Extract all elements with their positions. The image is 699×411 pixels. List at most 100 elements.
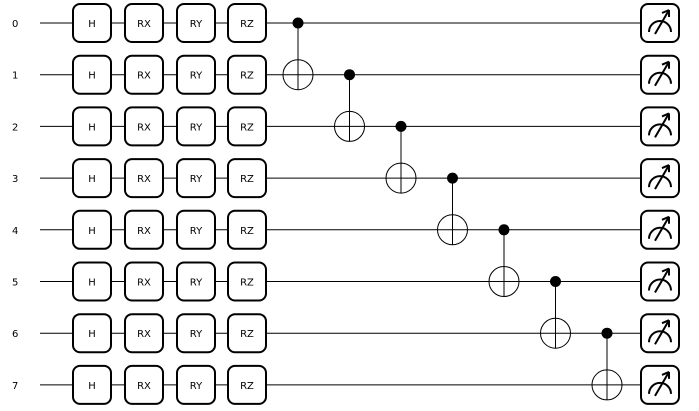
gate-label: H <box>88 122 96 133</box>
measure-icon <box>640 54 680 95</box>
gate-rz-q2: RZ <box>227 106 267 147</box>
gate-h-q1: H <box>72 54 112 95</box>
gate-h-q0: H <box>72 3 112 43</box>
measure-box <box>640 209 680 250</box>
gate-box <box>124 3 164 43</box>
meter-needle-arrow <box>661 267 670 276</box>
gate-label: RZ <box>240 226 254 237</box>
measure-box <box>640 364 680 405</box>
qubit-label-7: 7 <box>12 381 18 392</box>
measure-box <box>640 313 680 354</box>
qubit-label-3: 3 <box>12 174 18 185</box>
gate-label: RX <box>137 19 151 30</box>
gate-label: RZ <box>240 174 254 185</box>
cnot-gate-3-4 <box>437 172 468 246</box>
gate-label: RY <box>190 122 203 133</box>
gate-box <box>227 158 267 199</box>
control-dot <box>601 327 613 339</box>
gate-box <box>124 364 164 405</box>
gate-ry-q3: RY <box>176 158 216 199</box>
gate-label: RX <box>137 122 151 133</box>
single-qubit-gates: H RX RY RZ H RX RY RZ H RX RY RZ H RX RY RZ H RX RY RZ H RX RY… <box>72 3 267 405</box>
meter-needle <box>654 61 670 87</box>
measure-icon <box>640 364 680 405</box>
gate-ry-q2: RY <box>176 106 216 147</box>
gate-box <box>176 209 216 250</box>
gate-box <box>124 261 164 302</box>
measure-icon <box>640 261 680 302</box>
measure-box <box>640 158 680 199</box>
gate-label: RY <box>190 226 203 237</box>
meter-arc <box>648 20 672 33</box>
gate-box <box>227 313 267 354</box>
gate-box <box>124 158 164 199</box>
meter-arc <box>648 123 672 136</box>
gate-h-q6: H <box>72 313 112 354</box>
meter-needle <box>654 9 670 35</box>
gate-rx-q3: RX <box>124 158 164 199</box>
gate-box <box>227 54 267 95</box>
gate-label: RZ <box>240 122 254 133</box>
gate-label: H <box>88 71 96 82</box>
qubit-label-6: 6 <box>12 329 18 340</box>
meter-needle-arrow <box>661 60 670 69</box>
gate-box <box>227 209 267 250</box>
gate-label: RZ <box>240 329 254 340</box>
gate-label: H <box>88 226 96 237</box>
gate-rz-q5: RZ <box>227 261 267 302</box>
gate-h-q7: H <box>72 364 112 405</box>
gate-box <box>124 54 164 95</box>
gate-box <box>72 209 112 250</box>
qubit-label-1: 1 <box>12 71 18 82</box>
gate-ry-q7: RY <box>176 364 216 405</box>
meter-needle <box>654 319 670 345</box>
gate-ry-q0: RY <box>176 3 216 43</box>
measure-icon <box>640 313 680 354</box>
gate-h-q5: H <box>72 261 112 302</box>
gate-rz-q6: RZ <box>227 313 267 354</box>
meter-needle-arrow <box>661 319 670 328</box>
gate-label: RY <box>190 278 203 289</box>
control-dot <box>344 69 355 81</box>
gate-h-q4: H <box>72 209 112 250</box>
gate-box <box>176 313 216 354</box>
gate-box <box>72 261 112 302</box>
gate-label: RZ <box>240 278 254 289</box>
gate-rx-q0: RX <box>124 3 164 43</box>
control-dot <box>292 17 304 29</box>
measure-icon <box>640 106 680 147</box>
gate-rx-q6: RX <box>124 313 164 354</box>
meter-needle <box>654 371 670 397</box>
cnot-gate-2-3 <box>385 120 417 194</box>
gate-box <box>124 209 164 250</box>
measure-box <box>640 261 680 302</box>
gate-label: RZ <box>240 19 254 30</box>
qubit-label-4: 4 <box>12 226 18 237</box>
meter-needle <box>654 216 670 242</box>
gate-box <box>176 364 216 405</box>
gate-box <box>227 3 267 43</box>
gate-rz-q1: RZ <box>227 54 267 95</box>
meter-arc <box>648 278 672 291</box>
gate-label: RZ <box>240 71 254 82</box>
gate-label: H <box>88 174 96 185</box>
meter-needle-arrow <box>661 370 670 379</box>
gate-ry-q6: RY <box>176 313 216 354</box>
qubit-label-0: 0 <box>12 19 18 30</box>
gate-box <box>227 106 267 147</box>
gate-box <box>72 3 112 43</box>
gate-ry-q5: RY <box>176 261 216 302</box>
control-dot <box>498 224 510 236</box>
gate-rx-q4: RX <box>124 209 164 250</box>
gate-label: H <box>88 329 96 340</box>
gate-rz-q7: RZ <box>227 364 267 405</box>
gate-box <box>176 3 216 43</box>
measure-box <box>640 106 680 147</box>
control-dot <box>395 120 407 132</box>
gate-box <box>176 54 216 95</box>
meter-needle <box>654 112 670 138</box>
measure-box <box>640 54 680 95</box>
meter-needle-arrow <box>661 215 670 224</box>
gate-label: RX <box>137 71 151 82</box>
gate-label: RX <box>137 174 151 185</box>
